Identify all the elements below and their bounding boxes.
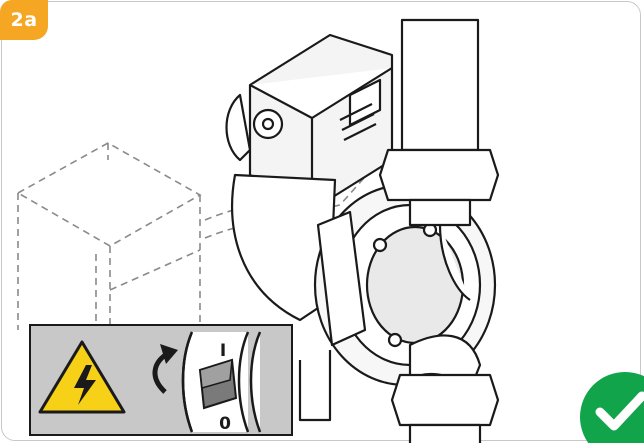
power-switch-icon	[181, 331, 262, 433]
success-badge	[580, 372, 644, 443]
step-badge: 2a	[0, 0, 48, 40]
arrow-head-icon	[160, 344, 178, 364]
pump-body	[225, 33, 497, 422]
power-warning-panel: I 0	[29, 324, 293, 436]
vertical-pipe	[378, 18, 500, 443]
electric-hazard-icon	[38, 340, 126, 414]
check-icon	[595, 391, 644, 431]
switch-on-label: I	[220, 341, 226, 361]
switch-off-label: 0	[219, 414, 231, 434]
